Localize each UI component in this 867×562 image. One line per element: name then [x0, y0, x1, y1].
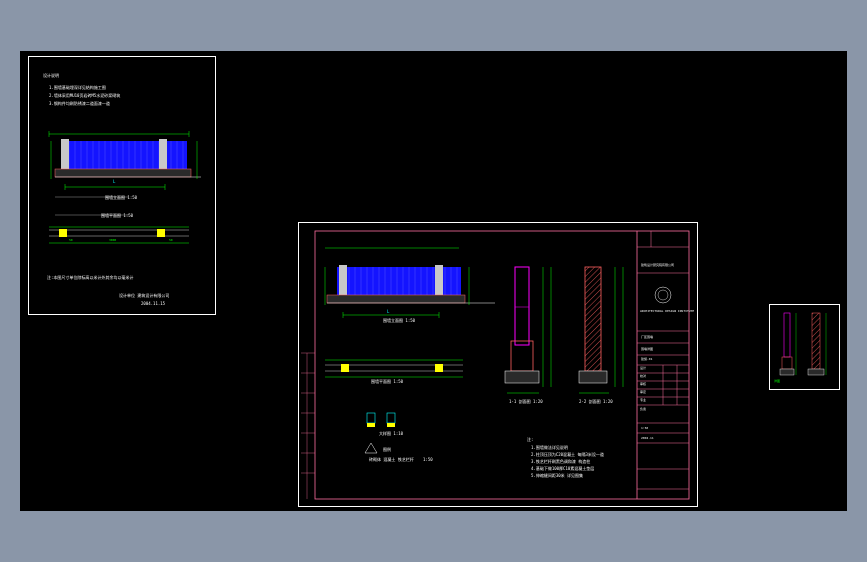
tb-row-2: 校对 — [640, 374, 647, 378]
main-elevation-label: 围墙立面图 1:50 — [383, 318, 416, 323]
tb-drawing-no: 建施-01 — [641, 357, 653, 361]
left-elevation-label: 围墙立面图 1:50 — [105, 195, 138, 200]
legend-note: 砖砌体 混凝土 铁艺栏杆 — [369, 457, 414, 462]
tb-date: 2004.11 — [641, 436, 654, 440]
section-a-label: 1-1 剖面图 1:20 — [509, 399, 543, 404]
main-plan-label: 围墙平面图 1:50 — [371, 379, 404, 384]
left-note-2: 2.墙体采用MU10页岩砖M5水泥砂浆砌筑 — [49, 93, 121, 98]
left-note-1: 1.围墙基础埋深详见结构施工图 — [49, 85, 106, 90]
main-sheet-drawing — [301, 230, 690, 500]
left-note-3: 3.钢构件均刷防锈漆二道面漆一道 — [49, 101, 110, 106]
left-sheet-drawing — [48, 131, 201, 244]
tb-project: 厂区围墙 — [641, 335, 654, 339]
left-signature: 设计单位 建筑设计有限公司 — [119, 293, 170, 298]
tb-row-1: 设计 — [640, 366, 647, 370]
tb-scale: 1:50 — [641, 426, 649, 430]
left-date: 2004.11.15 — [141, 301, 166, 306]
sheet-left[interactable]: 设计说明 1.围墙基础埋深详见结构施工图 2.墙体采用MU10页岩砖M5水泥砂浆… — [28, 56, 216, 315]
tb-company: 建筑设计研究院有限公司 — [641, 263, 675, 267]
section-b-label: 2-2 剖面图 1:20 — [579, 399, 613, 404]
legend-label: 图例 — [383, 447, 391, 452]
main-dim-L: L — [387, 309, 390, 314]
legend-code: 1:50 — [423, 457, 433, 462]
sheet-right[interactable]: 详图 — [769, 304, 840, 390]
left-plan-dim-1: 50 — [69, 238, 73, 242]
tb-row-5: 专业 — [640, 398, 647, 402]
right-sheet-drawing — [779, 312, 827, 376]
tb-row-6: 负责 — [640, 407, 647, 411]
left-plan-label: 围墙平面图 1:50 — [101, 213, 134, 218]
main-note-2: 2.柱顶压顶为C20混凝土 每隔3米设一道 — [531, 452, 604, 457]
main-note-5: 5.伸缩缝间距30米 详见图集 — [531, 473, 584, 478]
notes-heading: 注: — [527, 437, 534, 442]
detail-label: 大样图 1:10 — [379, 431, 404, 436]
right-sheet-label: 详图 — [774, 379, 781, 383]
left-footer-note: 注:本图尺寸单位除标高以米计外其余均以毫米计 — [47, 275, 134, 280]
tb-company-en: ARCHITECTURAL DESIGN INSTITUTE — [640, 309, 695, 313]
tb-drawing: 围墙详图 — [641, 347, 654, 351]
main-note-3: 3.铁艺栏杆刷黑色调和漆 构造柱 — [531, 459, 591, 464]
tb-row-4: 审定 — [640, 390, 647, 394]
main-note-1: 1.围墙做法详见说明 — [531, 445, 568, 450]
sheet-main[interactable]: 围墙立面图 1:50 L 围墙平面图 1:50 1-1 剖面图 1:20 2-2… — [298, 222, 698, 507]
left-plan-dim-3: 50 — [169, 238, 173, 242]
tb-row-3: 审核 — [640, 382, 647, 386]
left-heading: 设计说明 — [43, 73, 59, 78]
left-dim-L: L — [113, 179, 116, 184]
left-plan-dim-2: 3000 — [109, 238, 117, 242]
main-note-4: 4.基础下做100厚C10素混凝土垫层 — [531, 466, 595, 471]
